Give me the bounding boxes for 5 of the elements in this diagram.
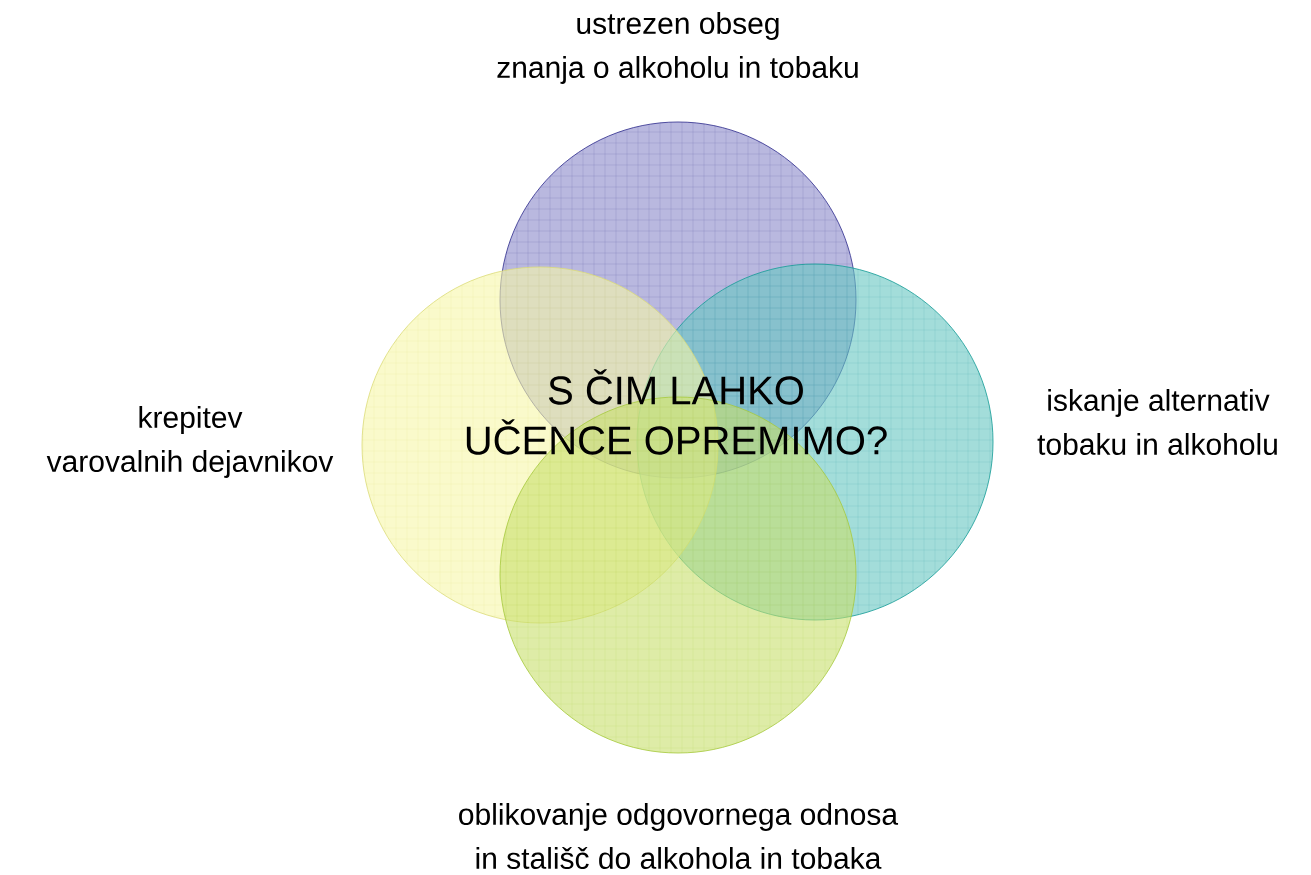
circle-label: ustrezen obseg znanja o alkoholu in tobaku	[497, 12, 858, 84]
circle-label: krepitev varovalnih dejavnikov	[46, 406, 334, 478]
circle-label: oblikovanje odgovornega odnosa in stališč do alkohola in tobaka	[459, 803, 899, 870]
center-question: S ČIM LAHKO UČENCE OPREMIMO?	[466, 369, 887, 455]
circle-label: iskanje alternativ tobaku in alkoholu	[1037, 389, 1277, 456]
